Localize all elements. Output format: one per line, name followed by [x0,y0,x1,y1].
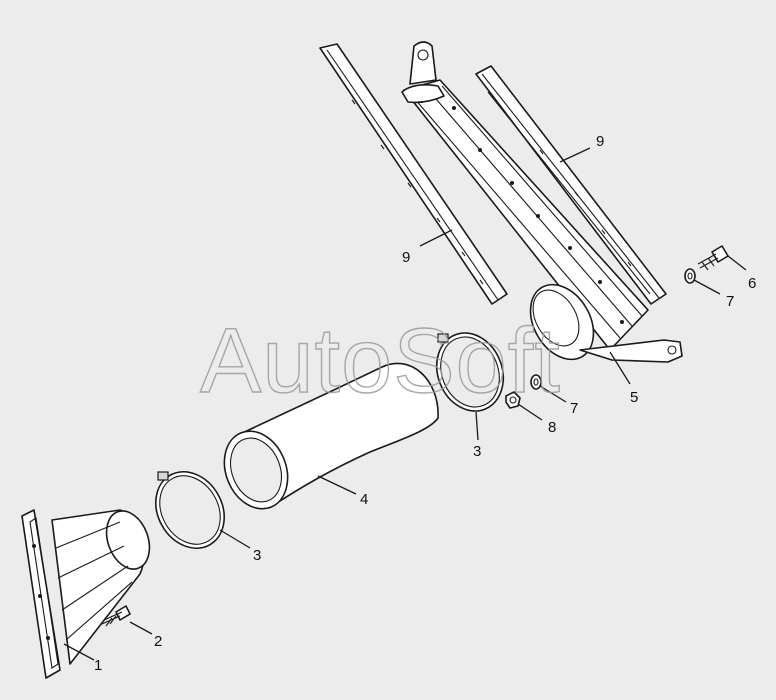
clamp-lower [155,471,225,549]
clamp-upper [435,332,505,412]
screw-2 [101,605,131,627]
callout-7-upper: 7 [726,293,734,310]
bolt-6 [697,245,729,271]
callout-7-lower: 7 [570,400,578,417]
callout-1: 1 [94,657,102,674]
chute-assembly [401,41,683,363]
hose [223,362,439,510]
washer-lower [530,374,542,390]
callout-6: 6 [748,275,756,292]
callout-2: 2 [154,633,162,650]
callout-9-left: 9 [402,249,410,266]
inlet-funnel [21,509,151,679]
strip-right [475,65,667,305]
washer-upper [684,268,696,284]
leader-lines [63,147,747,661]
watermark-text: AutoSoft [200,310,561,412]
callout-3-lower: 3 [253,547,261,564]
callout-3-upper: 3 [473,443,481,460]
callout-5: 5 [630,389,638,406]
nut-8 [505,391,521,409]
callout-4: 4 [360,491,368,508]
strip-left [319,43,508,305]
callout-9-right: 9 [596,133,604,150]
callouts: 1 2 3 3 4 5 6 7 7 8 9 9 [94,133,756,674]
callout-8: 8 [548,419,556,436]
